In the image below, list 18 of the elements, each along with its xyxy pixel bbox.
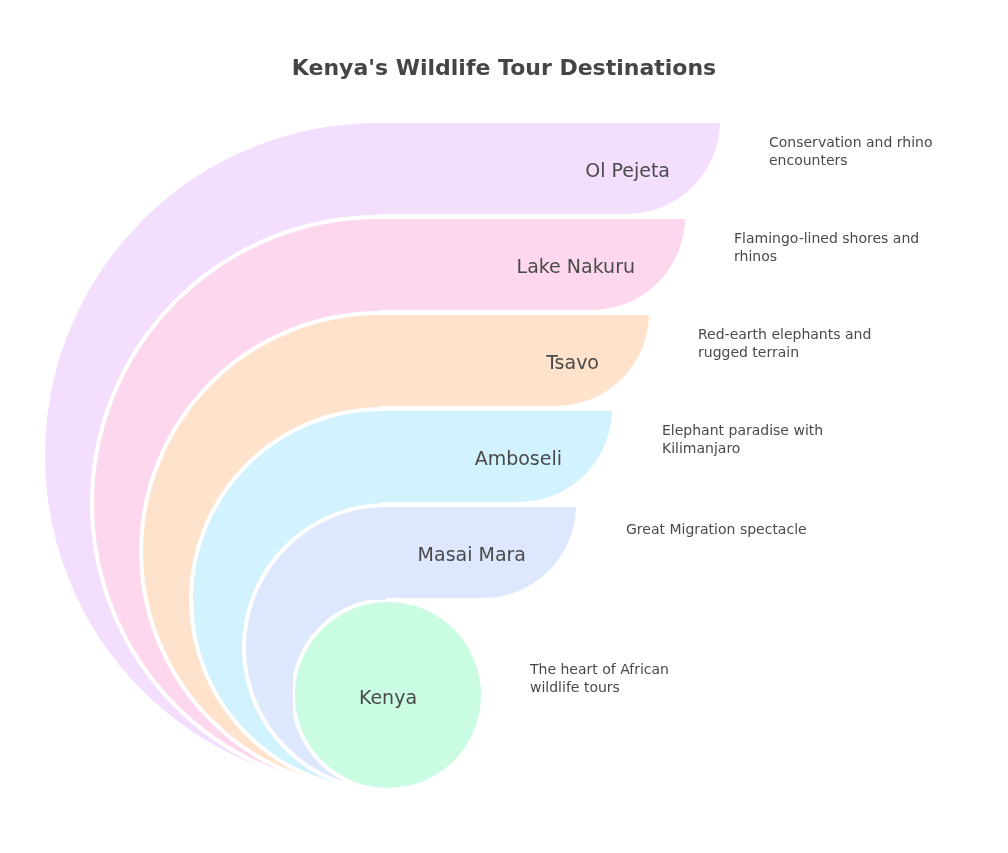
node-label: Amboseli xyxy=(474,445,562,470)
description-text: Great Migration spectacle xyxy=(626,520,807,538)
description-text: Conservation and rhino encounters xyxy=(769,133,934,169)
node-label: Lake Nakuru xyxy=(516,253,635,278)
node-label: Ol Pejeta xyxy=(585,157,670,182)
description-text: Red-earth elephants and rugged terrain xyxy=(698,325,873,361)
layer-band xyxy=(386,505,578,600)
description-text: Elephant paradise with Kilimanjaro xyxy=(662,421,825,457)
layer-band xyxy=(379,313,651,408)
layer-band xyxy=(381,409,614,504)
layer-band xyxy=(378,217,687,312)
node-label: Tsavo xyxy=(546,349,599,374)
description-text: The heart of African wildlife tours xyxy=(530,660,670,696)
diagram-title: Kenya's Wildlife Tour Destinations xyxy=(291,54,717,82)
node-label: Masai Mara xyxy=(417,541,526,566)
description-text: Flamingo-lined shores and rhinos xyxy=(734,229,921,265)
node-label: Kenya xyxy=(358,685,418,709)
layer-band xyxy=(377,121,722,216)
